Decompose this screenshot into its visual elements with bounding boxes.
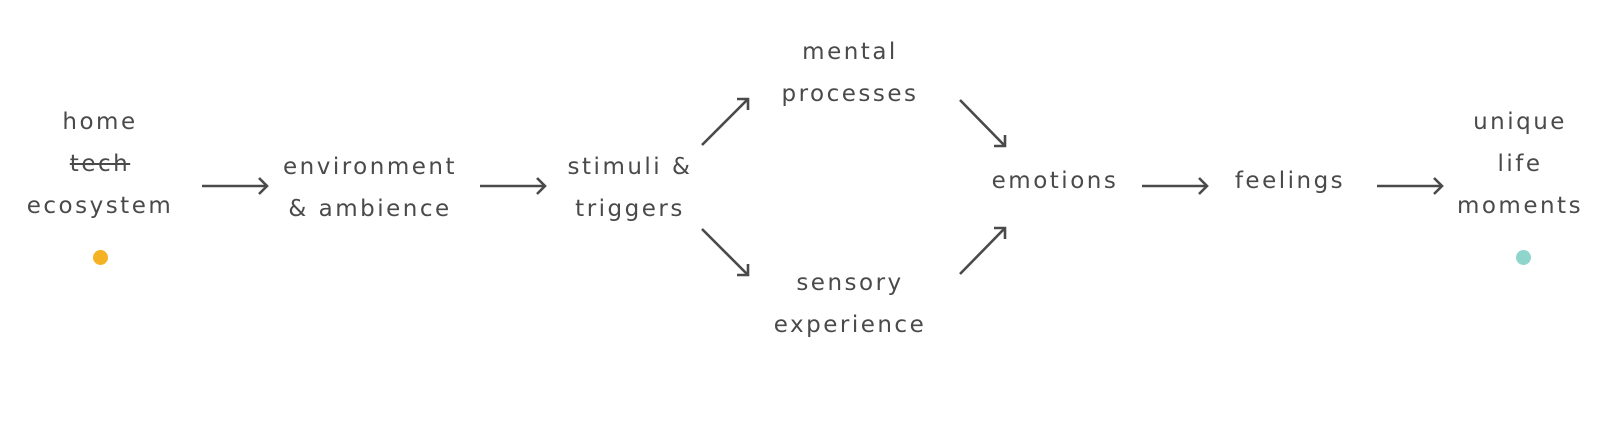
- node-stimuli-line1: stimuli &: [567, 154, 693, 180]
- node-feelings: feelings: [1215, 160, 1365, 202]
- node-sensory-line1: sensory: [796, 270, 904, 296]
- arrow-environment-to-stimuli: [480, 177, 547, 195]
- arrow-sensory-to-emotions: [959, 226, 1007, 275]
- start-dot: [93, 250, 108, 265]
- node-mental-line1: mental: [802, 39, 898, 65]
- node-environment: environment & ambience: [270, 146, 470, 230]
- arrow-home-to-environment: [202, 177, 269, 195]
- node-stimuli: stimuli & triggers: [540, 146, 720, 230]
- arrow-mental-to-emotions: [959, 99, 1007, 148]
- node-environment-line2: & ambience: [288, 196, 452, 222]
- arrow-stimuli-to-sensory: [701, 228, 750, 277]
- node-environment-line1: environment: [283, 154, 457, 180]
- node-home-ecosystem: home tech ecosystem: [10, 101, 190, 227]
- node-ecosystem-label: ecosystem: [26, 193, 174, 219]
- node-feelings-label: feelings: [1234, 168, 1346, 194]
- node-emotions: emotions: [975, 160, 1135, 202]
- node-emotions-label: emotions: [991, 168, 1119, 194]
- node-home-label: home: [62, 109, 138, 135]
- node-tech-struck-label: tech: [69, 151, 131, 177]
- node-sensory-experience: sensory experience: [750, 262, 950, 346]
- node-stimuli-line2: triggers: [575, 196, 685, 222]
- arrow-feelings-to-unique: [1377, 177, 1444, 195]
- node-unique-line2: life: [1497, 151, 1543, 177]
- node-mental-processes: mental processes: [750, 31, 950, 115]
- node-sensory-line2: experience: [773, 312, 927, 338]
- node-unique-line3: moments: [1456, 193, 1584, 219]
- node-unique-life-moments: unique life moments: [1440, 101, 1600, 227]
- end-dot: [1516, 250, 1531, 265]
- arrow-emotions-to-feelings: [1142, 177, 1209, 195]
- arrow-stimuli-to-mental: [701, 97, 750, 146]
- node-unique-line1: unique: [1473, 109, 1567, 135]
- node-mental-line2: processes: [781, 81, 919, 107]
